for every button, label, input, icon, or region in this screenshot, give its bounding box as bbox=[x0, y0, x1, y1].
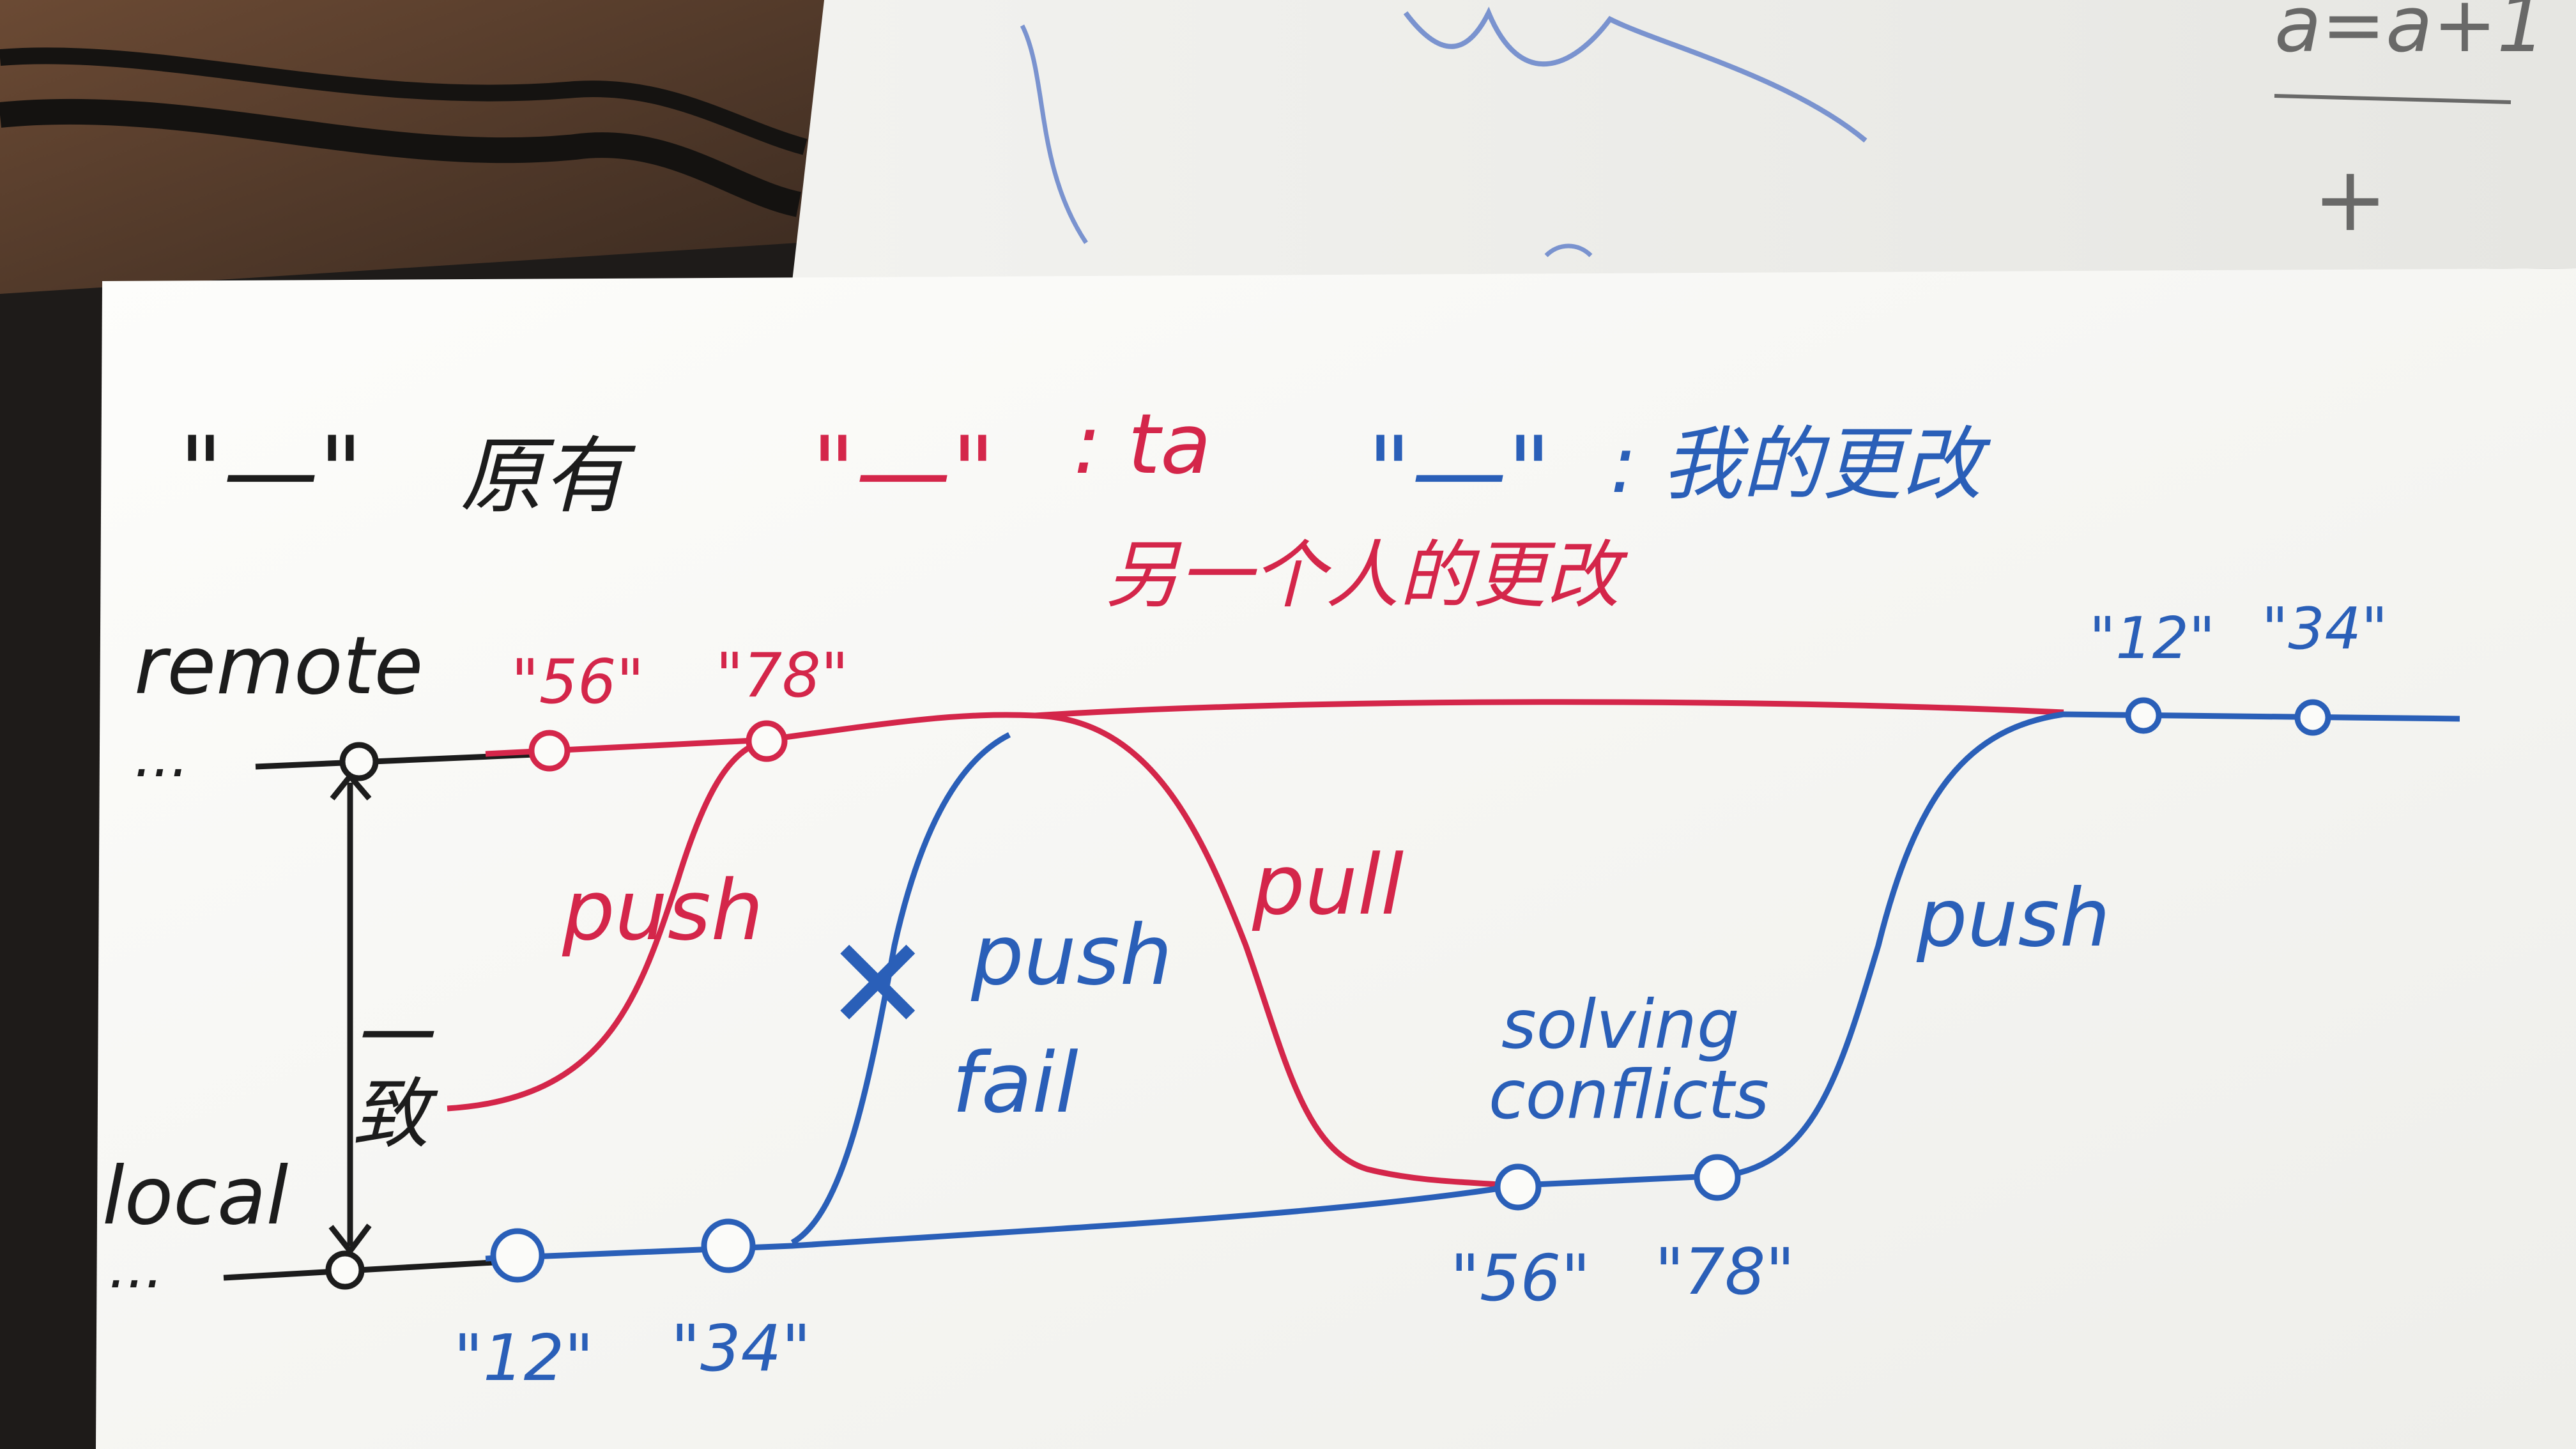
solving-label-2: conflicts bbox=[1489, 1056, 1769, 1134]
remote-commit-12 bbox=[2125, 697, 2162, 734]
label-remote-12: "12" bbox=[2089, 605, 2215, 672]
push-fail-cross: ✕ bbox=[824, 910, 931, 1059]
push-fail-curve bbox=[790, 732, 1011, 1245]
legend-ta-quote: "—" bbox=[811, 417, 995, 528]
legend-original-label: 原有 bbox=[460, 427, 636, 525]
local-label: local bbox=[102, 1150, 289, 1243]
label-local-56: "56" bbox=[1450, 1241, 1590, 1315]
legend-ta-label: : ta bbox=[1073, 395, 1211, 493]
bg-formula: a=a+1 bbox=[2274, 0, 2546, 70]
local-commit-12 bbox=[490, 1228, 545, 1283]
push-fail-label-1: push bbox=[970, 907, 1172, 1004]
mine-history bbox=[485, 697, 2460, 1283]
legend-ta-sub: 另一个人的更改 bbox=[1105, 533, 1629, 618]
solving-label-1: solving bbox=[1501, 986, 1740, 1064]
label-remote-56: "56" bbox=[511, 647, 644, 717]
label-local-34: "34" bbox=[671, 1311, 811, 1386]
legend-original-quote: "—" bbox=[179, 417, 363, 528]
remote-commit-78 bbox=[746, 720, 788, 762]
remote-ta-line bbox=[485, 699, 2064, 757]
push-fail-label-2: fail bbox=[952, 1034, 1078, 1131]
remote-commit-34 bbox=[2294, 699, 2331, 736]
legend-mine-quote: "—" bbox=[1367, 417, 1551, 528]
pull-curve bbox=[1034, 712, 1508, 1188]
ta-push-curve bbox=[447, 738, 767, 1112]
push-red-label: push bbox=[562, 862, 763, 959]
remote-label: remote bbox=[134, 620, 423, 712]
local-mine-line bbox=[485, 1172, 1726, 1262]
remote-ellipsis: ... bbox=[134, 723, 189, 790]
consistent-label: 一致 bbox=[339, 997, 428, 1150]
label-local-12: "12" bbox=[454, 1321, 594, 1395]
remote-base-commit bbox=[339, 742, 379, 781]
pull-label: pull bbox=[1252, 836, 1404, 933]
local-ellipsis: ... bbox=[109, 1234, 164, 1301]
action-labels: push ✕ push fail pull solving conflicts … bbox=[562, 836, 2110, 1134]
local-base-commit bbox=[325, 1250, 365, 1290]
main-paper-sheet bbox=[96, 268, 2576, 1449]
label-remote-78: "78" bbox=[716, 641, 848, 711]
legend-mine-label: : 我的更改 bbox=[1610, 418, 1991, 511]
local-commit-78 bbox=[1694, 1154, 1741, 1201]
push-success-curve bbox=[1724, 711, 2460, 1179]
label-local-78: "78" bbox=[1655, 1234, 1795, 1309]
back-paper-sheet: a=a+1 + bbox=[792, 0, 2576, 281]
bg-plus: + bbox=[2313, 148, 2388, 252]
local-commit-34 bbox=[701, 1218, 756, 1273]
label-remote-34: "34" bbox=[2262, 595, 2388, 663]
commit-labels: "56" "78" "12" "34" "56" "78" "12" "34" bbox=[454, 595, 2388, 1395]
remote-commit-56 bbox=[528, 730, 571, 772]
legend: "—" 原有 "—" : ta 另一个人的更改 "—" : 我的更改 bbox=[179, 395, 1991, 618]
branch-labels: remote ... local ... bbox=[102, 620, 423, 1301]
ta-history bbox=[447, 699, 2064, 1188]
local-commit-56 bbox=[1494, 1163, 1542, 1211]
push-blue-label: push bbox=[1916, 872, 2110, 965]
